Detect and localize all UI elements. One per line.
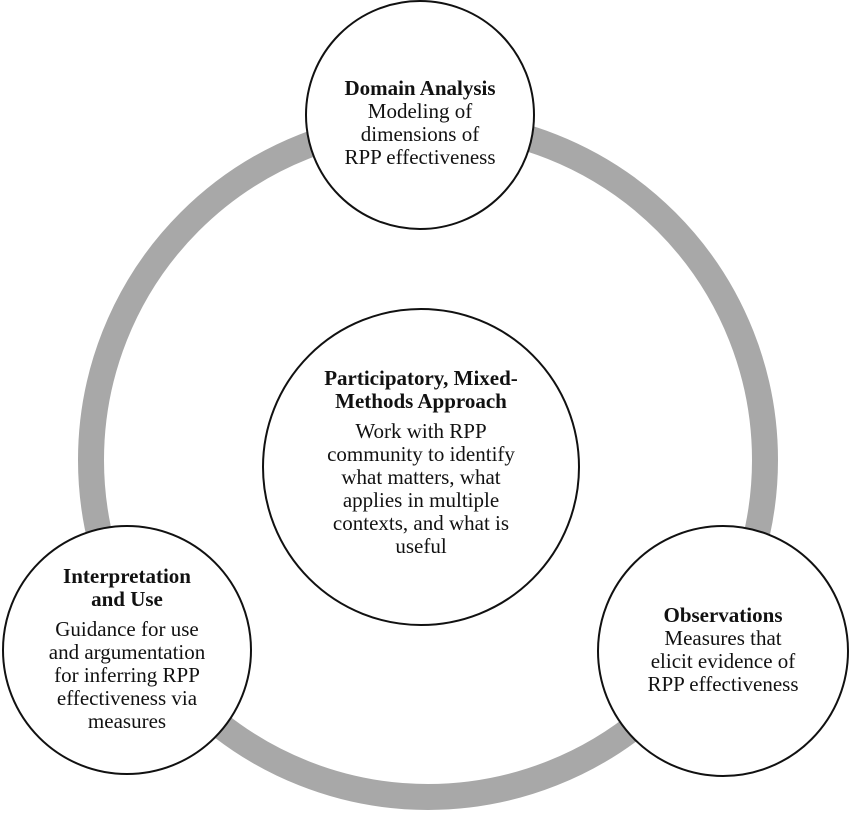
observations-title: Observations [663, 603, 783, 627]
participatory-approach-title-line: Participatory, Mixed- [324, 365, 518, 390]
interpretation-and-use-line: effectiveness via [56, 686, 198, 710]
participatory-approach-line: what matters, what [341, 464, 501, 489]
participatory-approach-description: Work with RPP community to identify what… [327, 418, 515, 558]
interpretation-and-use-line: measures [87, 709, 167, 733]
observations-line: Measures that [664, 626, 782, 650]
domain-analysis-line: Modeling of [367, 99, 473, 123]
participatory-approach-line: contexts, and what is [332, 510, 510, 535]
interpretation-and-use-title-line: and Use [91, 587, 163, 611]
interpretation-and-use-node: Interpretation and Use Guidance for use … [2, 525, 252, 775]
interpretation-and-use-title: Interpretation and Use [63, 565, 191, 611]
domain-analysis-line: dimensions of [360, 122, 480, 146]
participatory-approach-title-line: Methods Approach [335, 388, 507, 413]
participatory-approach-line: community to identify [327, 441, 515, 466]
domain-analysis-title: Domain Analysis [344, 76, 496, 100]
observations-line: RPP effectiveness [647, 672, 799, 696]
interpretation-and-use-line: and argumentation [48, 640, 206, 664]
observations-line: elicit evidence of [650, 649, 796, 673]
participatory-approach-line: useful [395, 533, 447, 558]
observations-description: Measures that elicit evidence of RPP eff… [647, 627, 798, 696]
domain-analysis-description: Modeling of dimensions of RPP effectiven… [344, 100, 495, 169]
participatory-approach-node: Participatory, Mixed- Methods Approach W… [262, 308, 580, 626]
interpretation-and-use-line: for inferring RPP [54, 663, 200, 687]
participatory-approach-title: Participatory, Mixed- Methods Approach [324, 365, 518, 413]
participatory-approach-line: Work with RPP [355, 418, 487, 443]
observations-node: Observations Measures that elicit eviden… [597, 525, 849, 777]
domain-analysis-line: RPP effectiveness [344, 145, 496, 169]
domain-analysis-node: Domain Analysis Modeling of dimensions o… [305, 0, 535, 230]
interpretation-and-use-line: Guidance for use [55, 617, 199, 641]
participatory-approach-line: applies in multiple [342, 487, 500, 512]
interpretation-and-use-title-line: Interpretation [63, 564, 191, 588]
interpretation-and-use-description: Guidance for use and argumentation for i… [49, 618, 206, 733]
